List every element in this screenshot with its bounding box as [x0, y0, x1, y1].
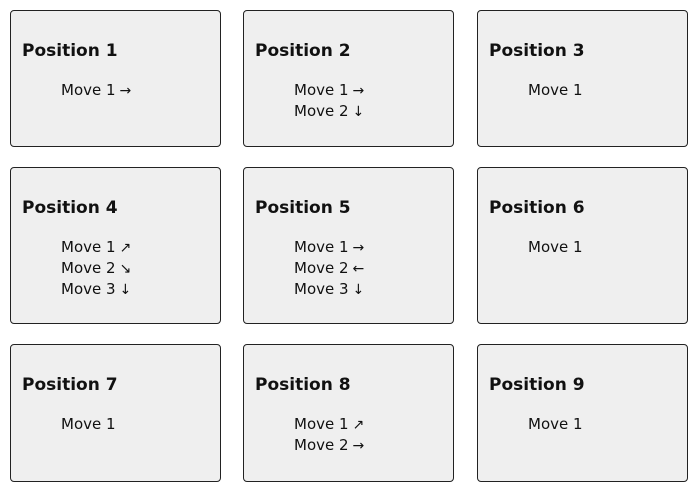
move-item[interactable]: Move 1↗ [61, 237, 131, 258]
move-item[interactable]: Move 3↓ [61, 279, 131, 300]
position-title: Position 2 [255, 41, 351, 61]
arrow-right-icon: → [352, 83, 365, 99]
move-label: Move 1 [294, 81, 349, 99]
move-label: Move 1 [61, 415, 116, 433]
position-title: Position 5 [255, 198, 351, 218]
move-list: Move 1↗ Move 2→ [294, 414, 364, 456]
position-title: Position 4 [22, 198, 118, 218]
move-item[interactable]: Move 2→ [294, 435, 364, 456]
position-card-7: Position 7 Move 1 [10, 344, 221, 482]
move-item[interactable]: Move 2↓ [294, 101, 364, 122]
arrow-down-icon: ↓ [352, 104, 365, 120]
move-item[interactable]: Move 2↘ [61, 258, 131, 279]
arrow-right-icon: → [352, 438, 365, 454]
move-label: Move 1 [294, 415, 349, 433]
position-card-8: Position 8 Move 1↗ Move 2→ [243, 344, 454, 482]
move-list: Move 1→ [61, 80, 131, 101]
move-item[interactable]: Move 1→ [294, 237, 364, 258]
position-card-3: Position 3 Move 1 [477, 10, 688, 147]
arrow-left-icon: ← [352, 261, 365, 277]
position-card-1: Position 1 Move 1→ [10, 10, 221, 147]
arrow-right-icon: → [119, 83, 132, 99]
move-label: Move 1 [61, 81, 116, 99]
move-list: Move 1 [528, 237, 587, 257]
move-label: Move 2 [61, 259, 116, 277]
move-item[interactable]: Move 2← [294, 258, 364, 279]
position-card-9: Position 9 Move 1 [477, 344, 688, 482]
move-label: Move 1 [528, 415, 583, 433]
move-label: Move 3 [61, 280, 116, 298]
move-item[interactable]: Move 1 [528, 237, 587, 257]
move-list: Move 1 [528, 80, 587, 100]
arrow-down-icon: ↓ [119, 282, 132, 298]
arrow-up-right-icon: ↗ [352, 417, 365, 433]
position-title: Position 9 [489, 375, 585, 395]
move-item[interactable]: Move 3↓ [294, 279, 364, 300]
move-item[interactable]: Move 1 [528, 80, 587, 100]
move-item[interactable]: Move 1→ [61, 80, 131, 101]
position-title: Position 3 [489, 41, 585, 61]
position-card-2: Position 2 Move 1→ Move 2↓ [243, 10, 454, 147]
move-item[interactable]: Move 1↗ [294, 414, 364, 435]
move-label: Move 2 [294, 259, 349, 277]
move-label: Move 2 [294, 436, 349, 454]
move-label: Move 1 [528, 238, 583, 256]
move-item[interactable]: Move 1→ [294, 80, 364, 101]
position-title: Position 6 [489, 198, 585, 218]
arrow-down-right-icon: ↘ [119, 261, 132, 277]
position-card-6: Position 6 Move 1 [477, 167, 688, 324]
position-title: Position 1 [22, 41, 118, 61]
move-label: Move 1 [294, 238, 349, 256]
arrow-down-icon: ↓ [352, 282, 365, 298]
move-label: Move 1 [528, 81, 583, 99]
position-card-4: Position 4 Move 1↗ Move 2↘ Move 3↓ [10, 167, 221, 324]
arrow-right-icon: → [352, 240, 365, 256]
move-label: Move 3 [294, 280, 349, 298]
move-list: Move 1 [61, 414, 120, 434]
move-list: Move 1→ Move 2← Move 3↓ [294, 237, 364, 300]
move-label: Move 2 [294, 102, 349, 120]
position-title: Position 7 [22, 375, 118, 395]
position-title: Position 8 [255, 375, 351, 395]
move-list: Move 1 [528, 414, 587, 434]
move-label: Move 1 [61, 238, 116, 256]
move-list: Move 1↗ Move 2↘ Move 3↓ [61, 237, 131, 300]
move-item[interactable]: Move 1 [528, 414, 587, 434]
position-card-5: Position 5 Move 1→ Move 2← Move 3↓ [243, 167, 454, 324]
arrow-up-right-icon: ↗ [119, 240, 132, 256]
move-item[interactable]: Move 1 [61, 414, 120, 434]
move-list: Move 1→ Move 2↓ [294, 80, 364, 122]
